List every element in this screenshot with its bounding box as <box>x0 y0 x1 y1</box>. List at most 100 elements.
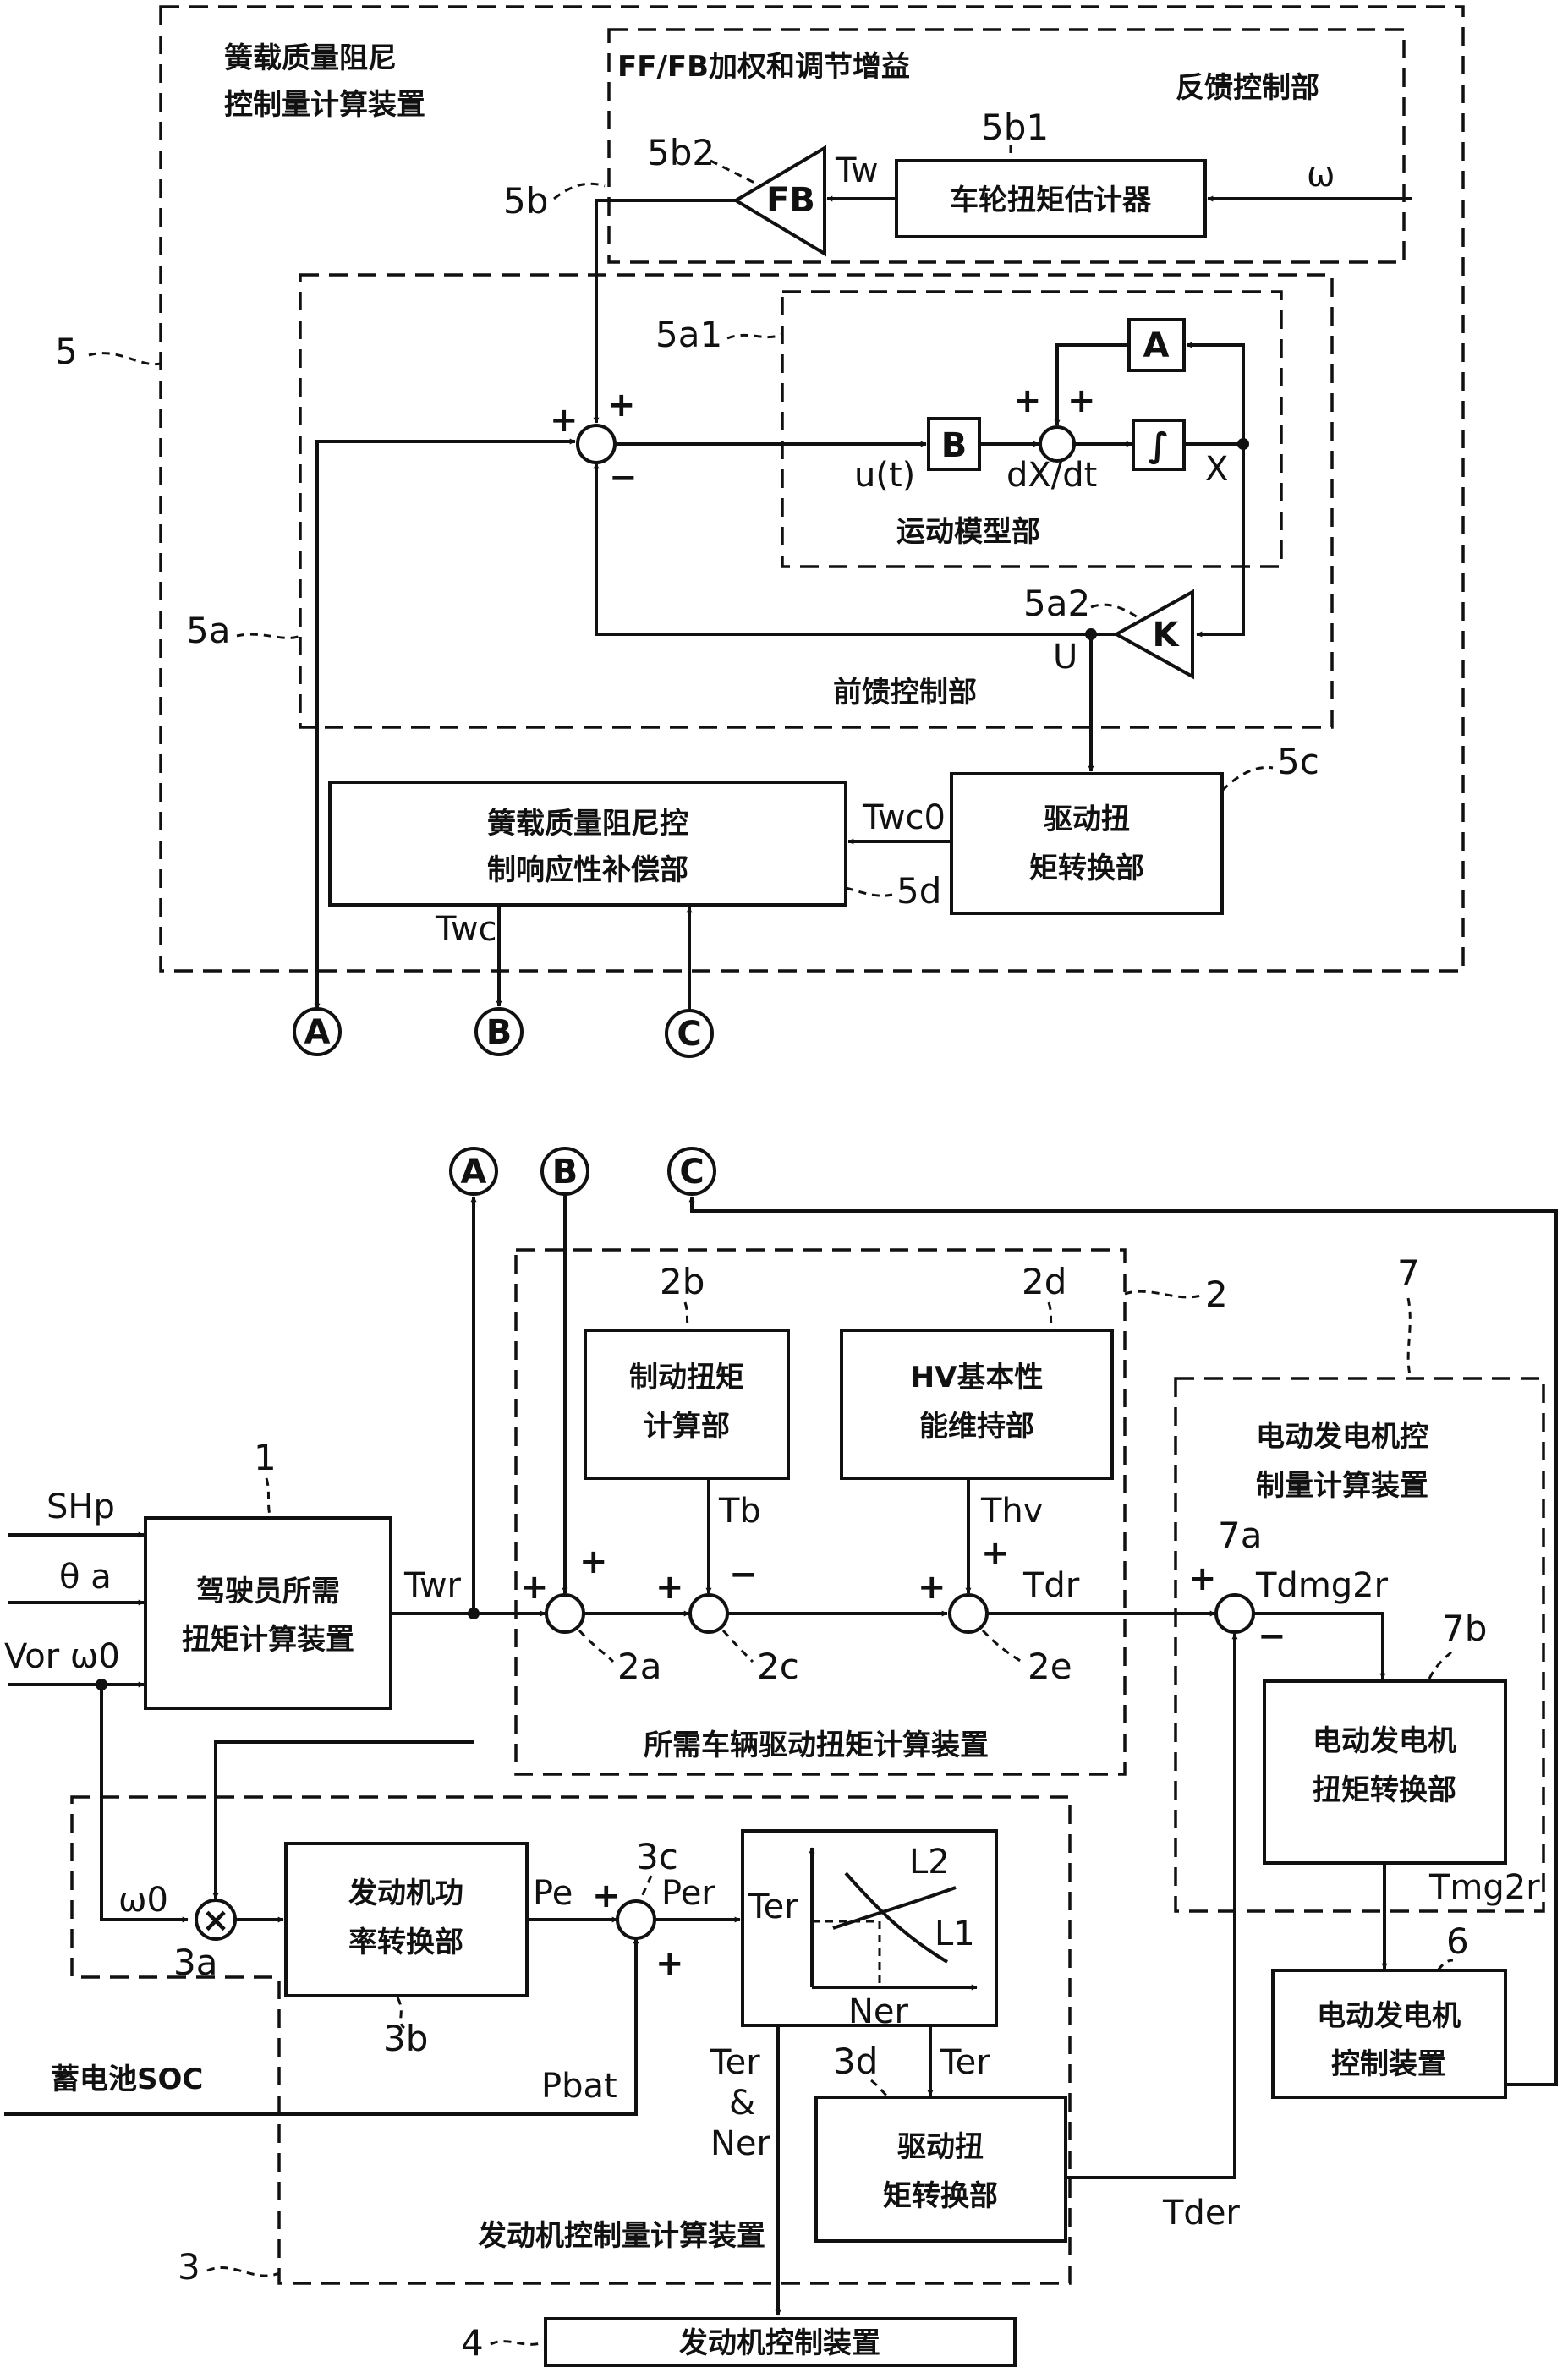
twr-to-multiply-line <box>212 1740 474 1899</box>
engine-drive-torque-line2: 矩转换部 <box>883 2179 998 2213</box>
region-5b <box>607 28 1406 264</box>
lead-1 <box>265 1477 272 1519</box>
mg-converter-line1: 电动发电机 <box>1313 1724 1456 1758</box>
lead-2b <box>683 1301 691 1330</box>
theta-label: θ a <box>59 1558 112 1597</box>
lead-2c <box>721 1630 754 1663</box>
integrator-label: ∫ <box>1149 426 1169 465</box>
fb-gain <box>732 145 826 257</box>
ter-label: Ter <box>940 2043 990 2082</box>
ref-5d: 5d <box>896 870 941 912</box>
lead-5a <box>236 633 301 639</box>
ref-3c: 3c <box>636 1836 678 1877</box>
connector-C-lower <box>667 1147 716 1196</box>
fb-region-label: 反馈控制部 <box>1176 71 1319 105</box>
lead-4 <box>490 2340 544 2346</box>
A-to-sum-line <box>1054 343 1129 426</box>
ref-3d: 3d <box>833 2041 878 2082</box>
ff-label: 前馈控制部 <box>833 676 977 710</box>
lead-3d <box>870 2079 890 2099</box>
engine-power-line1: 发动机功 <box>348 1877 463 1910</box>
sum-junction-ff <box>576 424 617 464</box>
tder-label: Tder <box>1162 2194 1240 2233</box>
brake-torque-line2: 计算部 <box>644 1410 730 1444</box>
compensation-5d <box>328 781 847 907</box>
engine-power-3b <box>284 1842 529 1997</box>
engine-control-label: 发动机控制装置 <box>679 2326 880 2360</box>
engine-power-line2: 率转换部 <box>348 1926 463 1959</box>
mg-converter-line2: 扭矩转换部 <box>1313 1773 1456 1807</box>
motion-model-label: 运动模型部 <box>896 515 1040 549</box>
block-A <box>1127 318 1186 372</box>
gain-K-label: K <box>1153 616 1181 655</box>
sign-7a-left: + <box>1188 1559 1217 1598</box>
ref-5a2: 5a2 <box>1023 583 1090 624</box>
lead-2e <box>981 1629 1022 1663</box>
mg-control-line1: 电动发电机 <box>1317 1999 1461 2033</box>
lead-5b2 <box>710 159 762 188</box>
driver-torque-calc-1 <box>144 1516 392 1710</box>
compensation-line1: 簧载质量阻尼控 <box>487 807 688 841</box>
tw-label: Tw <box>835 151 879 190</box>
map-L2-label: L2 <box>909 1843 950 1882</box>
region-5a <box>299 273 1334 729</box>
connector-C-lower-label: C <box>679 1153 704 1192</box>
ref-2e: 2e <box>1028 1646 1072 1687</box>
sum-2c <box>688 1593 729 1634</box>
ref-5b1: 5b1 <box>981 107 1049 148</box>
lead-3 <box>206 2266 280 2277</box>
driver-torque-calc-line1: 驾驶员所需 <box>196 1575 340 1608</box>
block-B-label: B <box>941 426 968 465</box>
mg-calc-line1: 电动发电机控 <box>1256 1420 1428 1454</box>
mg-calc-line2: 制量计算装置 <box>1256 1469 1428 1503</box>
sign-3c-left: + <box>592 1877 621 1915</box>
sign-plus-m1: + <box>1013 381 1042 420</box>
connector-A-upper-label: A <box>304 1013 331 1052</box>
connector-B-upper-label: B <box>486 1013 513 1052</box>
mg-converter-7b <box>1263 1679 1507 1865</box>
drive-torque-converter-line1: 驱动扭 <box>1044 803 1130 836</box>
ref-3b: 3b <box>383 2018 428 2059</box>
ref-2d: 2d <box>1022 1261 1066 1302</box>
map-curve-L1 <box>844 1871 949 1964</box>
engine-drive-torque-3d <box>814 2096 1067 2243</box>
gain-K <box>1112 589 1194 680</box>
region-2 <box>514 1248 1127 1776</box>
battery-soc-label: 蓄电池SOC <box>51 2063 203 2096</box>
tdr-label: Tdr <box>1022 1566 1080 1605</box>
lead-2 <box>1124 1290 1202 1299</box>
lead-5d <box>845 886 893 897</box>
drive-torque-converter-5c <box>950 772 1224 915</box>
block-A-label: A <box>1143 326 1170 365</box>
x-to-A-line <box>1186 342 1245 444</box>
wheel-torque-estimator <box>895 159 1207 238</box>
multiply-3a-label: × <box>201 1901 230 1940</box>
title-line2: 控制量计算装置 <box>224 88 425 122</box>
omega-label: ω <box>1307 156 1335 195</box>
lead-5b <box>553 182 606 200</box>
per-label: Per <box>661 1874 715 1913</box>
fb-output-line <box>593 199 736 424</box>
ref-3a: 3a <box>173 1942 217 1983</box>
hv-maintain-line1: HV基本性 <box>911 1361 1044 1394</box>
ref-3: 3 <box>178 2246 200 2288</box>
ref-5: 5 <box>55 331 78 372</box>
tdmg2r-line <box>1253 1612 1386 1679</box>
connector-A-lower-label: A <box>461 1153 487 1192</box>
connector-C-upper <box>665 1009 714 1058</box>
sign-plus-left: + <box>550 401 578 440</box>
ref-5c: 5c <box>1277 741 1319 782</box>
pe-label: Pe <box>533 1874 573 1913</box>
x-label: X <box>1205 450 1228 489</box>
brake-torque-line1: 制动扭矩 <box>629 1361 744 1394</box>
twc0-label: Twc0 <box>862 798 946 837</box>
brake-torque-calc-2b <box>584 1329 790 1480</box>
ref-5b2: 5b2 <box>647 132 715 173</box>
region-3 <box>70 1795 1072 2285</box>
map-L1-label: L1 <box>935 1915 975 1953</box>
fb-region-title: FF/FB加权和调节增益 <box>617 50 910 84</box>
sign-2c-top: − <box>729 1555 758 1594</box>
tb-label: Tb <box>718 1492 761 1531</box>
ref-4: 4 <box>461 2322 484 2364</box>
omega0-line <box>100 1685 189 1923</box>
